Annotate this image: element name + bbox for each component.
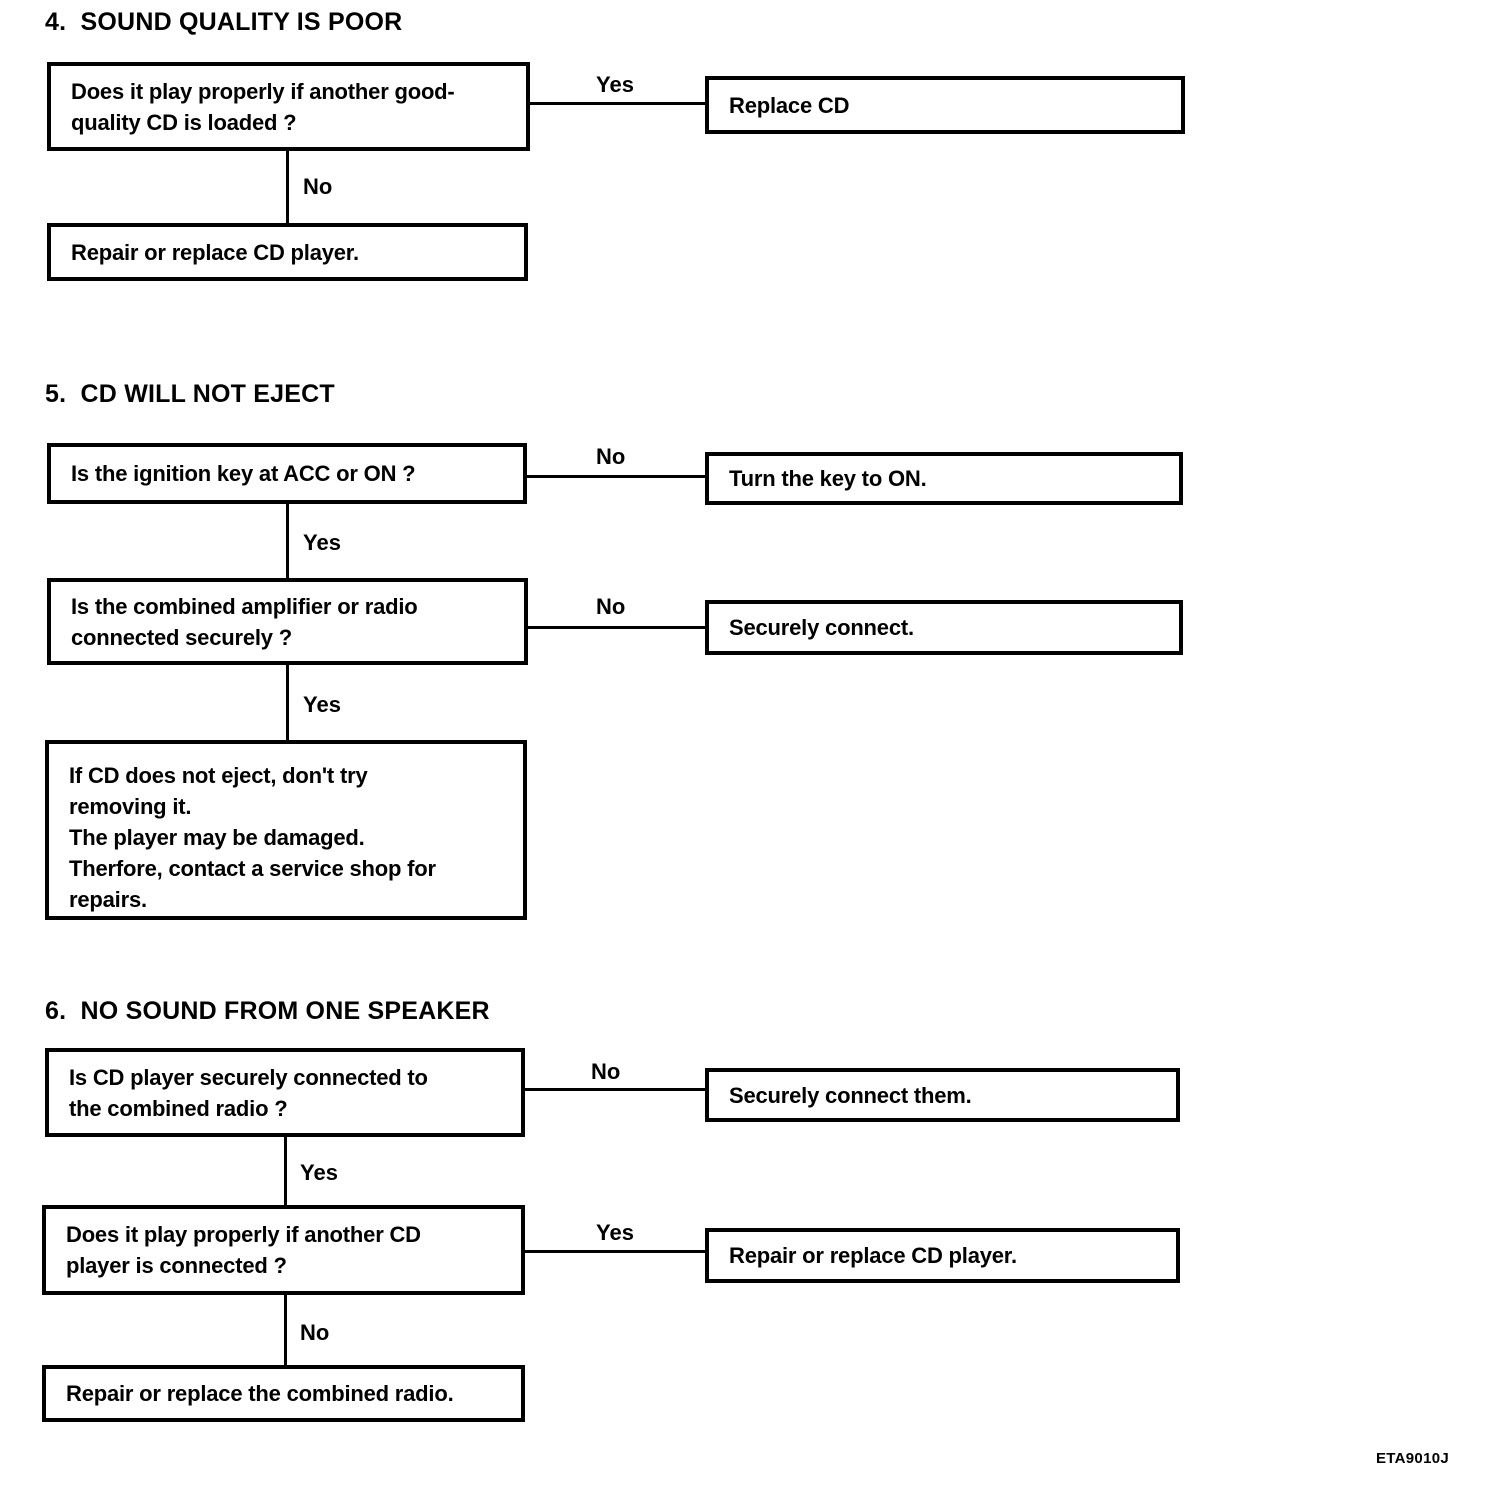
s6-q1-yes-label: Yes [300, 1160, 338, 1185]
s6-no-result-box: Repair or replace the combined radio. [42, 1365, 525, 1422]
s6-question2-text: Does it play properly if another CD play… [66, 1222, 421, 1278]
s4-no-connector [286, 151, 289, 223]
s4-question-box: Does it play properly if another good- q… [47, 62, 530, 151]
s6-q2-yes-result-text: Repair or replace CD player. [729, 1243, 1017, 1268]
section-6-title: 6. NO SOUND FROM ONE SPEAKER [45, 997, 490, 1025]
s5-question1-box: Is the ignition key at ACC or ON ? [47, 443, 527, 504]
s6-q2-yes-connector [525, 1250, 705, 1253]
s6-q2-no-label: No [300, 1320, 330, 1345]
s5-question2-box: Is the combined amplifier or radio conne… [47, 578, 528, 665]
s6-question1-text: Is CD player securely connected to the c… [69, 1064, 428, 1121]
s4-no-result-text: Repair or replace CD player. [71, 239, 359, 265]
s5-final-note-box: If CD does not eject, don't try removing… [45, 740, 527, 920]
s6-q1-no-label: No [591, 1059, 621, 1084]
s5-question2-text: Is the combined amplifier or radio conne… [71, 593, 418, 650]
s5-question1-text: Is the ignition key at ACC or ON ? [71, 461, 416, 486]
s5-q1-no-result-box: Turn the key to ON. [705, 452, 1183, 505]
s6-q2-yes-label: Yes [596, 1220, 634, 1245]
s6-q1-no-result-box: Securely connect them. [705, 1068, 1180, 1122]
s6-no-result-text: Repair or replace the combined radio. [66, 1381, 454, 1406]
s5-q1-yes-connector [286, 504, 289, 578]
s4-no-label: No [303, 174, 333, 199]
s4-yes-label: Yes [596, 72, 634, 97]
s4-yes-result-box: Replace CD [705, 76, 1185, 134]
s6-q2-no-connector [284, 1295, 287, 1365]
figure-code: ETA9010J [1376, 1450, 1449, 1467]
section-4-title: 4. SOUND QUALITY IS POOR [45, 8, 403, 36]
s5-q2-no-result-box: Securely connect. [705, 600, 1183, 655]
s6-q1-no-result-text: Securely connect them. [729, 1082, 972, 1108]
s6-q2-yes-result-box: Repair or replace CD player. [705, 1228, 1180, 1283]
s4-yes-connector [530, 102, 705, 105]
s6-q1-yes-connector [284, 1137, 287, 1205]
s5-q1-yes-label: Yes [303, 530, 341, 555]
s6-q1-no-connector [525, 1088, 705, 1091]
s5-q2-yes-label: Yes [303, 692, 341, 717]
s5-q2-yes-connector [286, 665, 289, 740]
s5-q1-no-connector [527, 475, 705, 478]
s4-no-result-box: Repair or replace CD player. [47, 223, 528, 281]
s6-question1-box: Is CD player securely connected to the c… [45, 1048, 525, 1137]
s5-q1-no-result-text: Turn the key to ON. [729, 466, 927, 491]
section-5-title: 5. CD WILL NOT EJECT [45, 380, 335, 408]
s5-final-note-text: If CD does not eject, don't try removing… [69, 763, 436, 912]
s4-yes-result-text: Replace CD [729, 92, 850, 118]
s5-q2-no-connector [528, 626, 705, 629]
s5-q2-no-result-text: Securely connect. [729, 615, 914, 640]
s5-q2-no-label: No [596, 594, 626, 619]
s5-q1-no-label: No [596, 444, 626, 469]
s6-question2-box: Does it play properly if another CD play… [42, 1205, 525, 1295]
s4-question-text: Does it play properly if another good- q… [71, 78, 455, 135]
